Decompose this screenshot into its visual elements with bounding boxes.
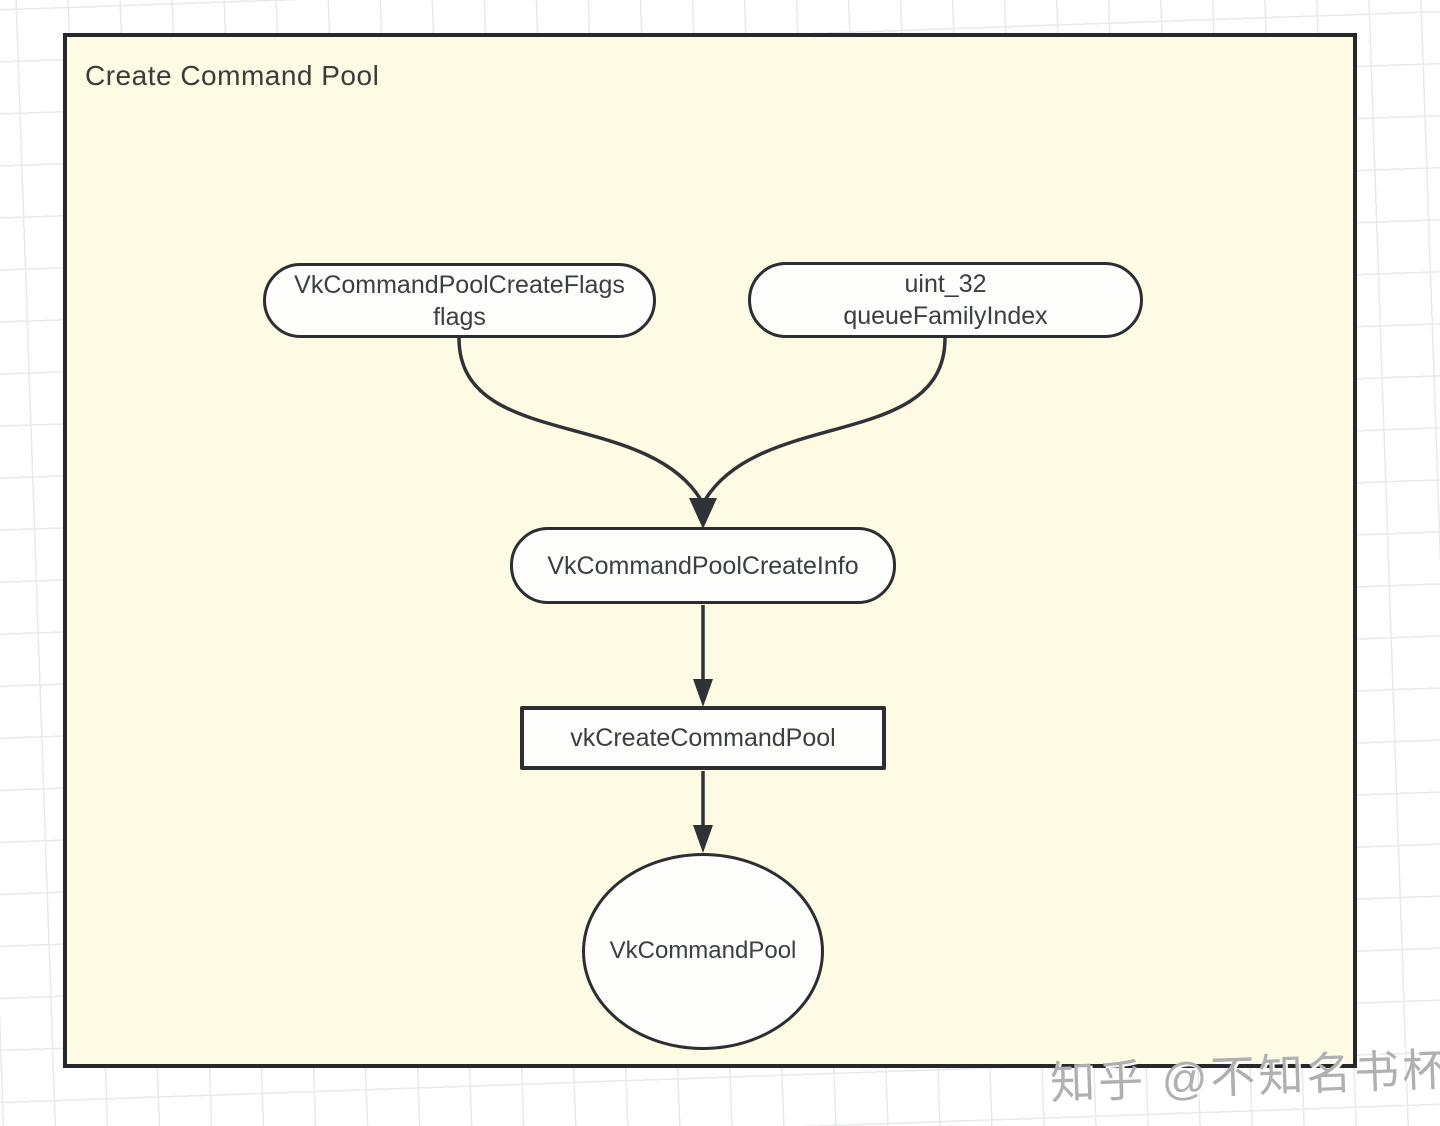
node-queue-family-name: queueFamilyIndex	[843, 302, 1048, 330]
node-create-info: VkCommandPoolCreateInfo	[510, 527, 896, 604]
zhihu-watermark: 知乎 @不知名书杯	[1049, 1044, 1440, 1109]
node-flags-type: VkCommandPoolCreateFlags	[294, 270, 625, 299]
node-queue-family-index: uint_32 queueFamilyIndex	[748, 262, 1143, 338]
node-command-pool-label: VkCommandPool	[609, 937, 797, 965]
node-flags-name: flags	[433, 302, 486, 331]
node-queue-family-type: uint_32	[904, 270, 987, 298]
node-create-info-label: VkCommandPoolCreateInfo	[547, 551, 859, 580]
diagram-title: Create Command Pool	[85, 60, 380, 91]
node-vk-create-command-pool: vkCreateCommandPool	[520, 706, 886, 770]
node-vk-create-label: vkCreateCommandPool	[570, 724, 836, 752]
node-command-pool: VkCommandPool	[582, 853, 824, 1050]
node-flags: VkCommandPoolCreateFlags flags	[263, 263, 656, 338]
